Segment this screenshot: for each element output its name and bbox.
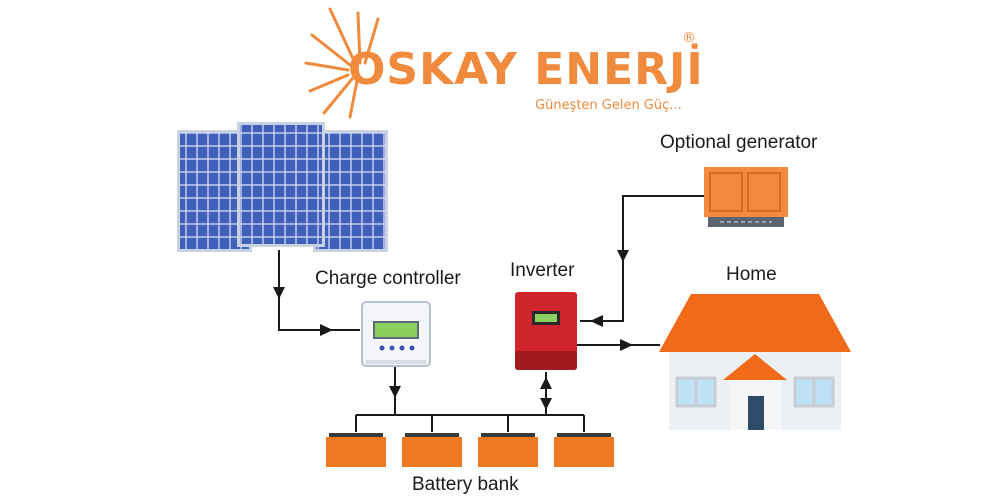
generator-icon bbox=[704, 167, 788, 227]
arrow-left bbox=[590, 315, 603, 327]
home-icon bbox=[659, 294, 851, 430]
battery-icon bbox=[402, 433, 462, 467]
sun-icon bbox=[304, 7, 380, 119]
inverter-label: Inverter bbox=[510, 260, 575, 281]
arrow-right bbox=[620, 339, 633, 351]
inverter-icon bbox=[515, 292, 577, 370]
charge-controller-label: Charge controller bbox=[315, 268, 461, 289]
registered-mark: ® bbox=[682, 30, 696, 46]
arrow-down bbox=[540, 398, 552, 410]
brand-slogan: Güneşten Gelen Güç... bbox=[535, 98, 682, 113]
brand-name: OSKAY ENERJİ bbox=[348, 44, 704, 95]
battery-icon bbox=[554, 433, 614, 467]
arrow-down bbox=[273, 287, 285, 299]
battery-icon bbox=[478, 433, 538, 467]
arrow-right bbox=[320, 324, 333, 336]
solar-panel-icon bbox=[177, 122, 388, 252]
battery-bank-label: Battery bank bbox=[412, 474, 519, 495]
arrow-down bbox=[617, 250, 629, 262]
battery-icon bbox=[326, 433, 386, 467]
arrow-up bbox=[540, 377, 552, 389]
generator-label: Optional generator bbox=[660, 132, 818, 153]
arrow-down bbox=[389, 386, 401, 398]
charge-controller-icon bbox=[361, 301, 431, 367]
home-label: Home bbox=[726, 264, 777, 285]
